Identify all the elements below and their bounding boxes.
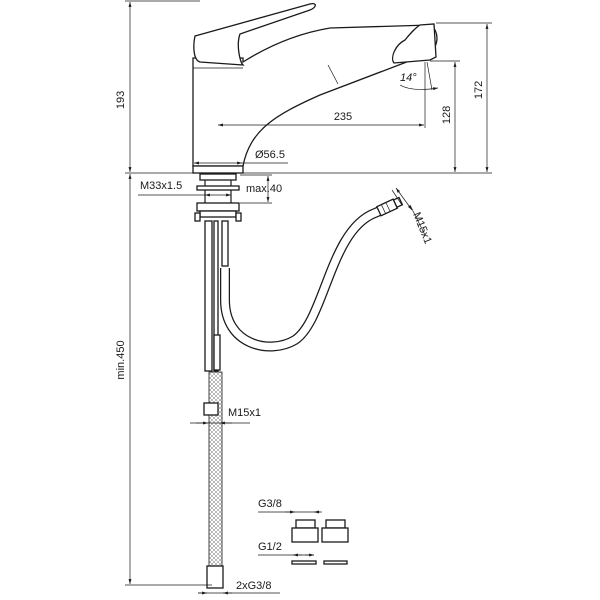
lever-handle	[193, 2, 316, 66]
hose-spray-connector	[375, 196, 404, 217]
dim-total-height: 193	[115, 91, 127, 109]
dim-swivel-angle: 14°	[400, 72, 417, 84]
faucet-body	[192, 2, 438, 174]
base-ring	[192, 165, 244, 174]
thread-adapters	[291, 519, 349, 565]
dim-base-diameter: Ø56.5	[255, 149, 285, 161]
supply-nut	[206, 565, 224, 589]
dim-adapter-inlet: G1/2	[258, 541, 282, 553]
dim-outlet-height: 128	[441, 106, 453, 124]
dim-spray-thread: M15x1	[410, 211, 433, 246]
spray-head	[391, 23, 437, 64]
dim-min-hose-length: min.450	[115, 340, 127, 379]
dim-spout-reach: 235	[334, 111, 352, 123]
dim-max-deck: max.40	[246, 183, 282, 195]
dim-spout-height: 172	[473, 81, 485, 99]
braided-supply-hose	[208, 371, 223, 571]
dim-mount-thread: M33x1.5	[140, 180, 182, 192]
dim-supply-thread: M15x1	[228, 407, 261, 419]
dim-adapter-outlet: G3/8	[258, 498, 282, 510]
hose-nut	[203, 402, 219, 416]
dim-supply-connection: 2xG3/8	[236, 580, 271, 592]
mounting-assembly	[194, 173, 242, 372]
